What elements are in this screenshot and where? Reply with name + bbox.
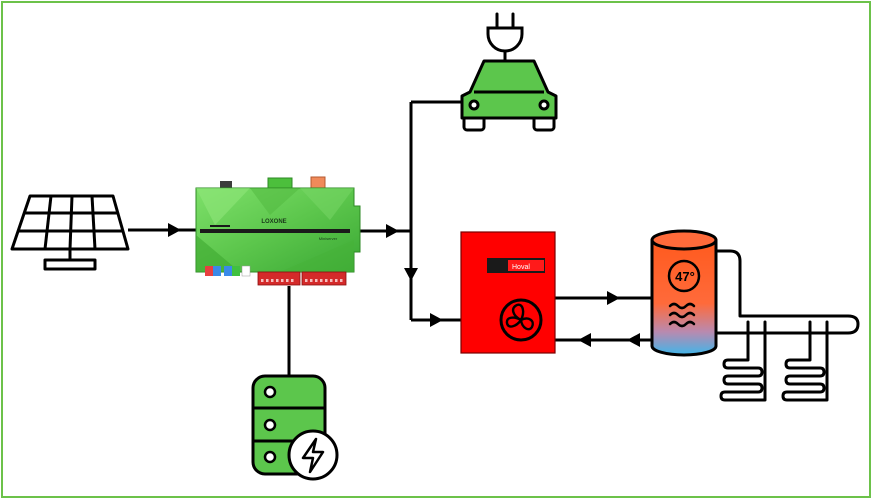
miniserver-brand-label: LOXONE [261, 219, 286, 225]
heat-pump-unit: Hoval [460, 231, 556, 354]
heat-waves-icon [668, 302, 696, 328]
arrow-flow-to-tank [607, 291, 620, 305]
arrow-bus-down [404, 268, 418, 281]
temperature-badge: 47° [667, 259, 701, 293]
lightning-icon [287, 429, 339, 481]
connection-lines [128, 100, 652, 376]
fan-icon [499, 298, 543, 342]
arrow-miniserver-to-bus [386, 224, 399, 238]
solar-panel-icon [10, 194, 130, 271]
battery-storage-icon [251, 374, 339, 481]
miniserver-device: LOXONE Miniserver [195, 176, 361, 286]
arrow-return-to-heat-pump-2 [627, 333, 640, 347]
heat-pump-brand-label: Hoval [512, 264, 530, 271]
miniserver-model-label: Miniserver [319, 236, 338, 241]
tank-temperature: 47° [675, 269, 695, 284]
arrow-return-to-heat-pump [578, 333, 591, 347]
floor-heating-coil-icon [714, 249, 860, 402]
arrow-solar-to-miniserver [168, 223, 181, 237]
flow-arrows [168, 223, 640, 347]
arrow-to-heat-pump [430, 313, 443, 327]
water-tank: 47° [650, 229, 718, 357]
car-icon [460, 59, 558, 132]
